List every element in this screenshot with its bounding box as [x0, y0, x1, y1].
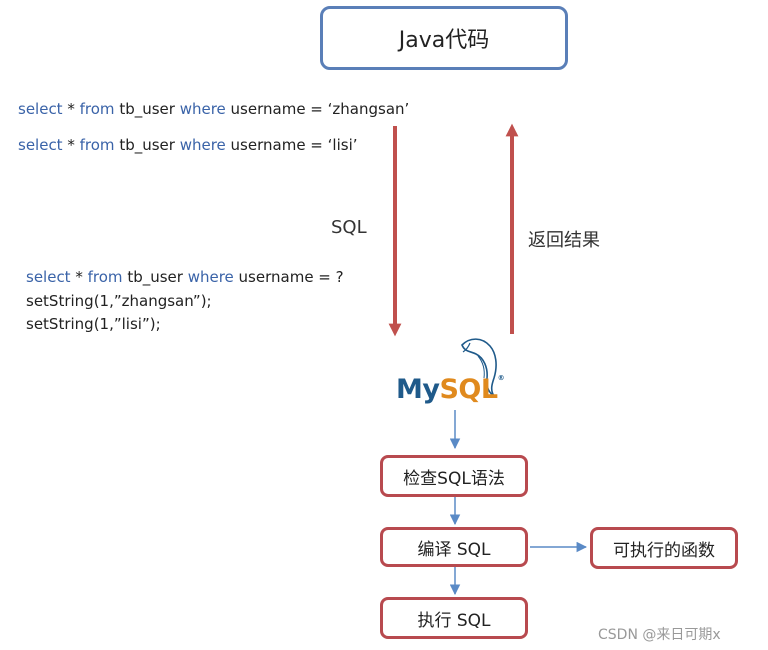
- execute-sql-box: 执行 SQL: [380, 597, 528, 639]
- sql-keyword: where: [187, 268, 234, 286]
- sql-text: username = ?: [233, 268, 344, 286]
- java-code-label: Java代码: [398, 28, 490, 53]
- sql-text: tb_user: [122, 268, 188, 286]
- check-syntax-box: 检查SQL语法: [380, 455, 528, 497]
- sql-text: tb_user: [114, 100, 180, 118]
- return-result-label: 返回结果: [528, 230, 600, 251]
- dolphin-icon: [461, 338, 497, 397]
- sql-keyword: where: [179, 100, 226, 118]
- sql-keyword: from: [87, 268, 123, 286]
- sql-text: tb_user: [114, 136, 180, 154]
- sql-text: *: [62, 136, 80, 154]
- sql-text: username = ‘lisi’: [225, 136, 358, 154]
- executable-function-box: 可执行的函数: [590, 527, 738, 569]
- sql-text: username = ‘zhangsan’: [225, 100, 410, 118]
- execute-sql-label: 执行 SQL: [417, 610, 491, 631]
- sql-text: *: [70, 268, 88, 286]
- sql-keyword: select: [26, 268, 71, 286]
- direct-sql-line-2: select * from tb_user where username = ‘…: [18, 136, 358, 154]
- mysql-logo-my: My: [396, 374, 440, 405]
- csdn-watermark: CSDN @来日可期x: [598, 627, 721, 643]
- sql-keyword: from: [79, 136, 115, 154]
- compile-sql-label: 编译 SQL: [417, 539, 491, 560]
- direct-sql-line-1: select * from tb_user where username = ‘…: [18, 100, 409, 118]
- prepared-sql-line-2: setString(1,”zhangsan”);: [26, 292, 212, 310]
- registered-mark: ®: [497, 374, 505, 382]
- prepared-sql-line-1: select * from tb_user where username = ?: [26, 268, 344, 286]
- compile-sql-box: 编译 SQL: [380, 527, 528, 567]
- java-code-box: Java代码: [320, 6, 568, 70]
- mysql-logo-sql: SQL: [439, 374, 498, 405]
- prepared-sql-line-3: setString(1,”lisi”);: [26, 315, 161, 333]
- sql-keyword: select: [18, 136, 63, 154]
- sql-keyword: from: [79, 100, 115, 118]
- executable-function-label: 可执行的函数: [613, 540, 715, 561]
- sql-arrow-label: SQL: [331, 217, 367, 238]
- sql-text: *: [62, 100, 80, 118]
- sql-keyword: select: [18, 100, 63, 118]
- mysql-logo: MySQL®: [396, 374, 505, 405]
- sql-keyword: where: [179, 136, 226, 154]
- check-syntax-label: 检查SQL语法: [403, 468, 505, 489]
